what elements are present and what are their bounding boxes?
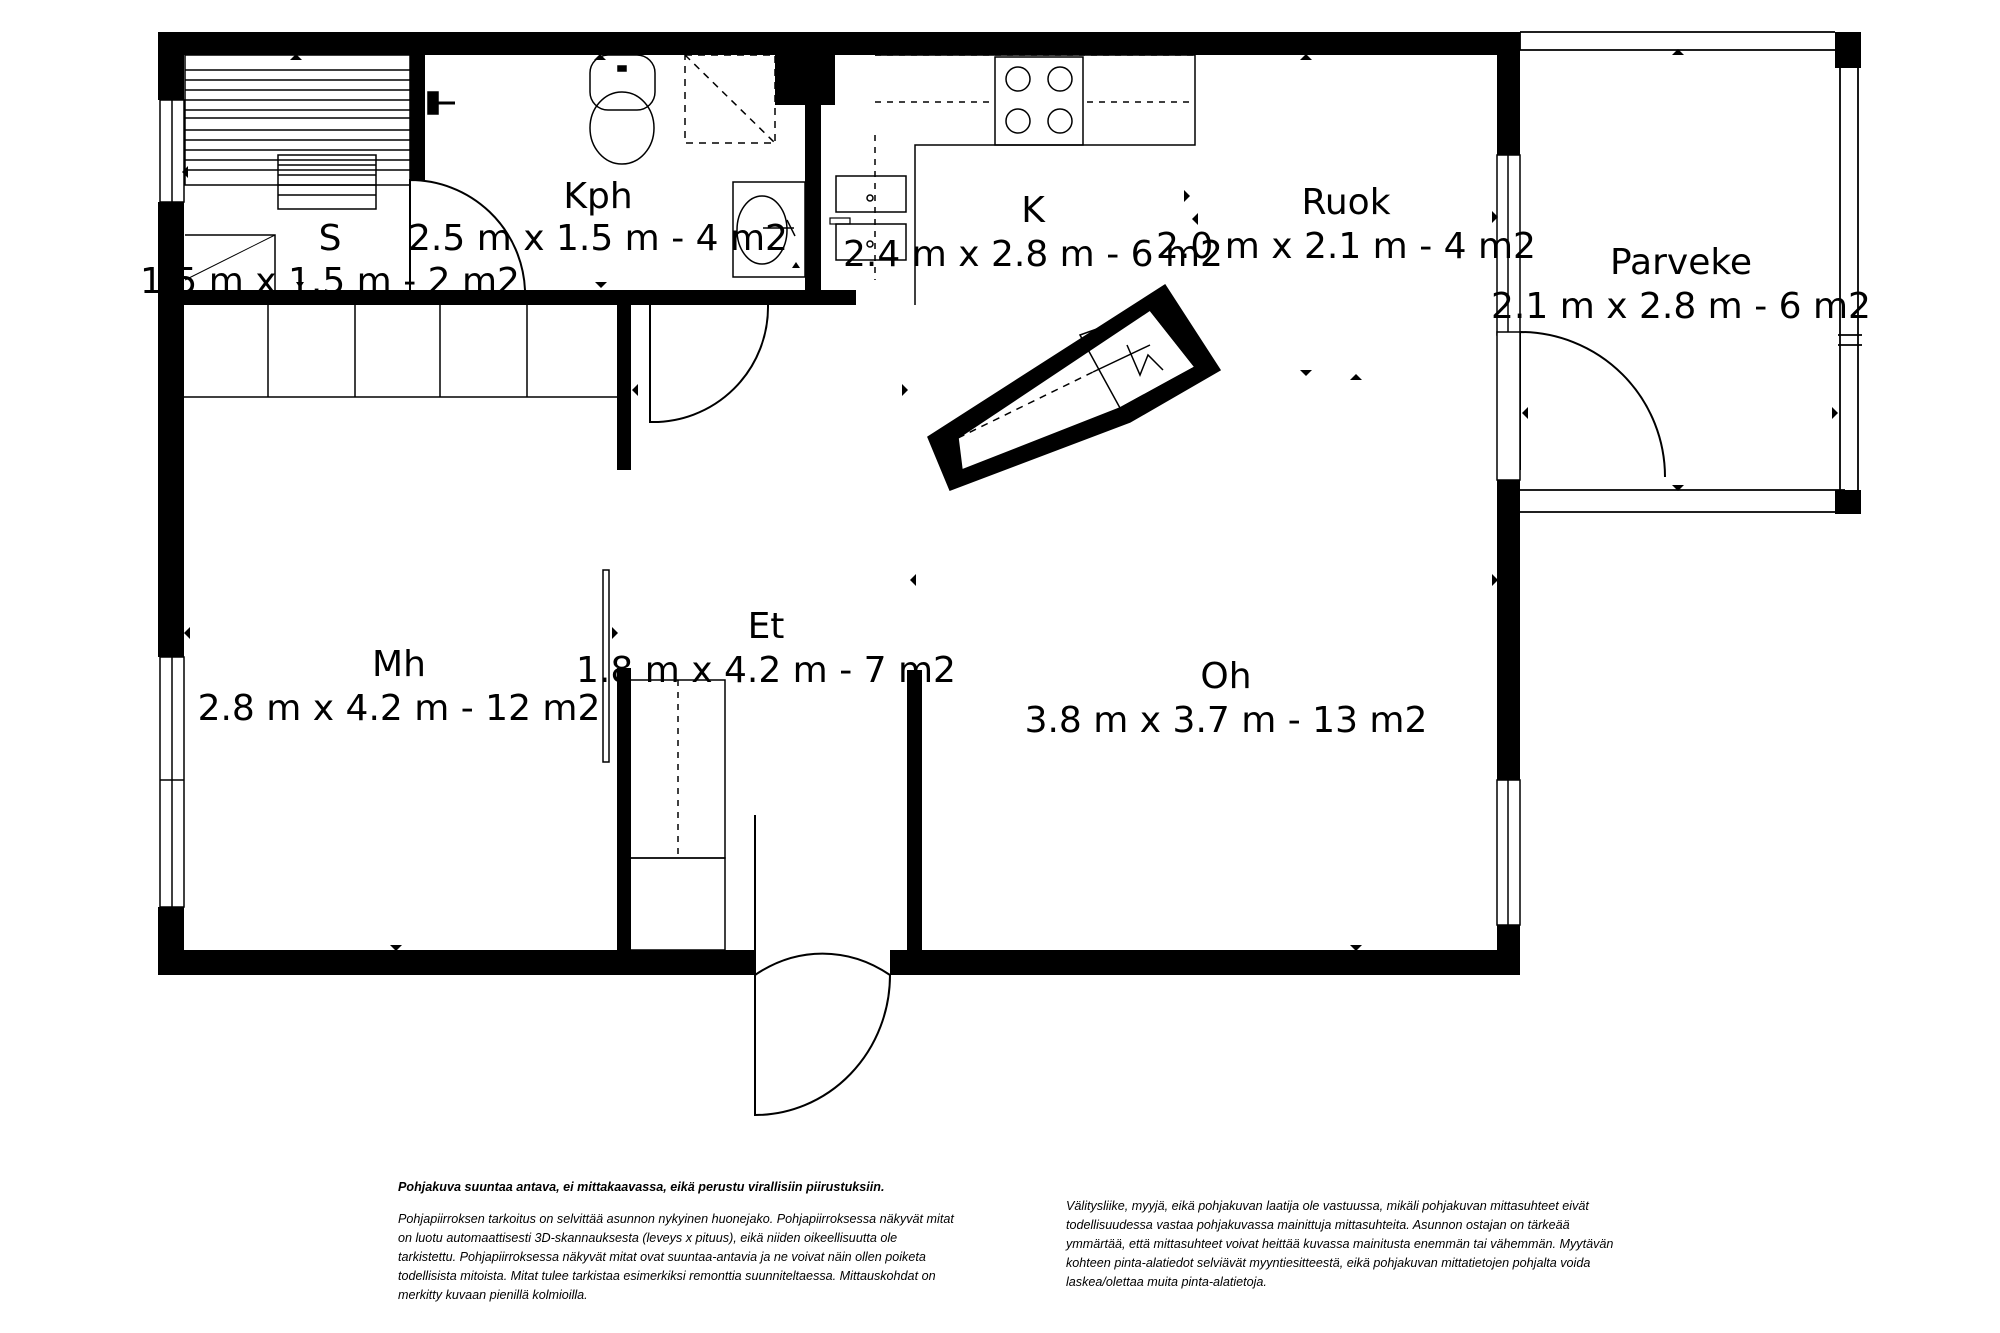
- wall-bedroom-hall-upper: [617, 305, 631, 470]
- sauna-stove: [277, 154, 377, 210]
- wall-wet-rooms-bottom: [184, 290, 856, 305]
- stair-treads: [183, 305, 625, 398]
- measure-triangle-icon: [792, 262, 800, 268]
- stair-opening: [927, 283, 1222, 491]
- room-name-balcony: Parveke: [1610, 242, 1752, 283]
- measure-triangle-icon: [1300, 54, 1312, 60]
- measure-triangle-icon: [910, 574, 916, 586]
- measure-triangle-icon: [418, 166, 424, 178]
- wall-sauna-bath: [410, 55, 425, 180]
- measure-triangle-icon: [184, 627, 190, 639]
- room-name-bedroom: Mh: [372, 644, 426, 685]
- room-name-sauna: S: [319, 218, 342, 259]
- outer-wall-top: [158, 32, 1520, 55]
- room-dims-kitchen: 2.4 m x 2.8 m - 6 m2: [843, 234, 1223, 275]
- outer-wall-right-bottom: [1497, 925, 1520, 975]
- measure-triangle-icon: [1492, 211, 1498, 223]
- measure-triangle-icon: [1672, 485, 1684, 491]
- room-dims-bedroom: 2.8 m x 4.2 m - 12 m2: [198, 688, 601, 729]
- measure-triangle-icon: [1300, 370, 1312, 376]
- shower-tap-icon: [427, 91, 455, 115]
- balcony-post-bottom: [1835, 490, 1861, 514]
- measure-triangle-icon: [1832, 407, 1838, 419]
- outer-wall-left-top: [158, 32, 184, 100]
- measure-triangle-icon: [594, 54, 606, 60]
- sliding-door: [602, 569, 610, 763]
- room-dims-dining: 2.0 m x 2.1 m - 4 m2: [1156, 226, 1536, 267]
- balcony-door-frame: [1496, 331, 1521, 481]
- room-name-hall: Et: [748, 606, 785, 647]
- measure-triangle-icon: [612, 627, 618, 639]
- room-name-dining: Ruok: [1301, 182, 1390, 223]
- wardrobe: [629, 679, 726, 951]
- window-living: [1496, 779, 1521, 926]
- measure-triangle-icon: [1492, 574, 1498, 586]
- toilet-icon: [589, 54, 656, 165]
- wall-bath-kitchen: [805, 105, 821, 305]
- entrance-door-outer: [754, 974, 891, 1117]
- measure-triangle-icon: [1672, 49, 1684, 55]
- measure-triangle-icon: [390, 945, 402, 951]
- measure-triangle-icon: [1192, 213, 1198, 225]
- measure-triangle-icon: [902, 384, 908, 396]
- measure-triangle-icon: [1350, 374, 1362, 380]
- wall-hall-living: [907, 670, 922, 950]
- balcony-post-top: [1835, 32, 1861, 68]
- measure-triangle-icon: [390, 298, 402, 304]
- disclaimer-left: Pohjakuva suuntaa antava, ei mittakaavas…: [398, 1178, 958, 1318]
- outer-wall-bottom-left: [158, 950, 756, 975]
- window-sauna: [159, 99, 185, 203]
- wall-bedroom-hall-lower: [617, 668, 631, 950]
- room-dims-balcony: 2.1 m x 2.8 m - 6 m2: [1491, 286, 1871, 327]
- room-dims-hall: 1.8 m x 4.2 m - 7 m2: [576, 650, 956, 691]
- measure-triangle-icon: [595, 282, 607, 288]
- measure-triangle-icon: [632, 384, 638, 396]
- measure-markers: [182, 49, 1838, 951]
- disclaimer-left-body: Pohjapiirroksen tarkoitus on selvittää a…: [398, 1212, 954, 1302]
- room-dims-living: 3.8 m x 3.7 m - 13 m2: [1025, 700, 1428, 741]
- balcony-railings: [1519, 31, 1862, 513]
- outer-wall-right-mid: [1497, 480, 1520, 780]
- disclaimer-heading: Pohjakuva suuntaa antava, ei mittakaavas…: [398, 1180, 885, 1194]
- room-dims-bathroom: 2.5 m x 1.5 m - 4 m2: [408, 218, 788, 259]
- outer-wall-bottom-right: [890, 950, 1520, 975]
- measure-triangle-icon: [182, 166, 188, 178]
- entrance-door-inner: [754, 815, 891, 977]
- walls: [158, 32, 1861, 975]
- measure-triangle-icon: [1522, 407, 1528, 419]
- wc-door: [649, 304, 770, 424]
- kitchen-sink-icon: [829, 175, 907, 261]
- disclaimer-right: Välitysliike, myyjä, eikä pohjakuvan laa…: [1066, 1197, 1626, 1305]
- room-name-bathroom: Kph: [563, 176, 632, 217]
- outer-wall-left-mid: [158, 202, 184, 657]
- room-labels: S 1.5 m x 1.5 m - 2 m2 Kph 2.5 m x 1.5 m…: [140, 176, 1871, 741]
- room-dims-sauna: 1.5 m x 1.5 m - 2 m2: [140, 261, 520, 302]
- room-name-living: Oh: [1200, 656, 1251, 697]
- outer-wall-left-bottom: [158, 907, 184, 975]
- sauna-step-hatch: [184, 234, 276, 281]
- outer-wall-right-top: [1497, 32, 1520, 155]
- fixtures: [183, 54, 1222, 951]
- measure-triangle-icon: [1350, 945, 1362, 951]
- balcony-door: [1519, 331, 1666, 478]
- windows: [159, 99, 1521, 926]
- disclaimer-right-body: Välitysliike, myyjä, eikä pohjakuvan laa…: [1066, 1199, 1614, 1289]
- wall-bath-kitchen-top: [775, 55, 835, 105]
- measure-triangle-icon: [1184, 190, 1190, 202]
- measure-triangle-icon: [296, 282, 304, 288]
- sauna-door: [409, 178, 526, 300]
- shower-area: [684, 54, 776, 144]
- measure-triangle-icon: [290, 54, 302, 60]
- window-bedroom: [159, 656, 185, 908]
- stove-icon: [994, 56, 1084, 146]
- room-name-kitchen: K: [1021, 190, 1046, 231]
